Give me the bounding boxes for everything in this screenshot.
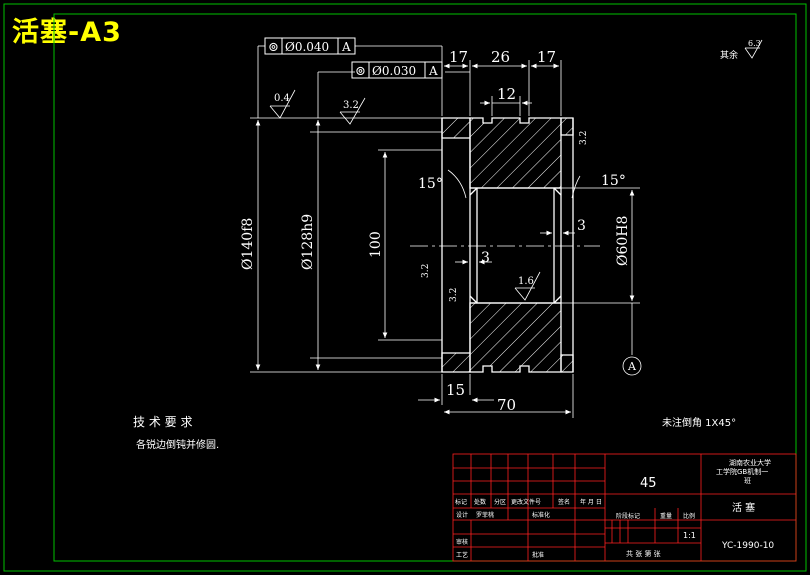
- tb-row-change: 更改文件号: [511, 498, 541, 506]
- dim-od-140: Ø140f8: [240, 218, 256, 270]
- tb-scale: 1:1: [683, 531, 696, 540]
- right-flange-bot: [560, 354, 574, 373]
- tb-col-scale: 比例: [683, 512, 695, 520]
- dim-70: 70: [497, 396, 516, 414]
- tb-approve-label: 批准: [532, 551, 544, 559]
- roughness-hub-2: 3.2: [449, 288, 459, 302]
- lower-hatch: [469, 302, 562, 373]
- angle-right: 15°: [601, 173, 626, 189]
- tol2-datum: A: [428, 64, 438, 78]
- tb-part-name: 活 塞: [732, 501, 755, 514]
- tol2-symbol: ⊚: [355, 64, 366, 79]
- roughness-hub-1: 3.2: [421, 264, 431, 278]
- tol1-datum: A: [341, 40, 351, 54]
- tb-designer-label: 设计: [456, 511, 468, 519]
- dim-top-26: 26: [491, 48, 510, 66]
- chamfer-note: 未注倒角 1X45°: [662, 416, 736, 429]
- roughness-left: 0.4: [274, 93, 290, 104]
- tb-review-label: 审核: [456, 538, 468, 546]
- tb-row-mark: 标记: [455, 498, 467, 506]
- tech-req-text: 各锐边倒钝并修圆.: [136, 438, 219, 451]
- dim-top-12: 12: [497, 85, 516, 103]
- tb-col-stage: 阶段标记: [616, 512, 640, 520]
- piston-section: [441, 117, 574, 373]
- drawing-title: 活塞-A3: [12, 17, 122, 48]
- tb-row-count: 处数: [474, 498, 486, 506]
- tol1-value: Ø0.040: [285, 40, 329, 54]
- dim-od-128: Ø128h9: [300, 214, 316, 270]
- tb-designer-name: 罗菲桃: [476, 511, 494, 519]
- tol2-value: Ø0.030: [372, 64, 416, 78]
- dim-15: 15: [446, 381, 465, 399]
- dim-bore-60: Ø60H8: [615, 216, 631, 266]
- dim-3-right: 3: [577, 218, 586, 234]
- tb-university-line2: 工学院GB机制一: [716, 467, 768, 476]
- tb-material: 45: [640, 476, 657, 491]
- dim-100: 100: [368, 231, 384, 258]
- roughness-top: 3.2: [343, 100, 359, 111]
- left-flange-top: [441, 117, 471, 139]
- tb-row-zone: 分区: [494, 498, 506, 506]
- tb-col-weight: 重量: [660, 512, 672, 520]
- outer-border: [3, 3, 807, 572]
- datum-label: A: [627, 360, 637, 373]
- title-block: [452, 453, 797, 562]
- roughness-other-label: 其余: [720, 49, 738, 61]
- tb-process-label: 工艺: [456, 551, 468, 559]
- tolerance-frame-2: [351, 61, 443, 79]
- tb-university-line1: 湖南农业大学: [729, 458, 771, 467]
- left-flange-bot: [441, 352, 471, 373]
- tb-university-line3: 班: [744, 476, 751, 485]
- tb-standardize-label: 标准化: [532, 511, 550, 519]
- tech-req-title: 技 术 要 求: [133, 415, 192, 429]
- dim-top-17a: 17: [449, 48, 468, 66]
- dim-top-17b: 17: [537, 48, 556, 66]
- tb-row-sign: 签名: [558, 498, 570, 506]
- tol1-symbol: ⊚: [268, 40, 279, 55]
- tolerance-frame-1: [264, 37, 356, 55]
- right-flange-top: [560, 117, 574, 136]
- roughness-right-face: 3.2: [579, 131, 589, 145]
- tb-row-date: 年 月 日: [580, 498, 602, 506]
- upper-hatch: [469, 117, 562, 189]
- roughness-other-value: 6.3: [748, 39, 761, 48]
- angle-left: 15°: [418, 176, 443, 192]
- inner-border: [53, 13, 797, 562]
- tb-sheet-info: 共 张 第 张: [626, 549, 661, 558]
- roughness-bore: 1.6: [518, 276, 534, 287]
- tb-drawing-no: YC-1990-10: [721, 541, 774, 551]
- dim-3-left: 3: [481, 250, 490, 266]
